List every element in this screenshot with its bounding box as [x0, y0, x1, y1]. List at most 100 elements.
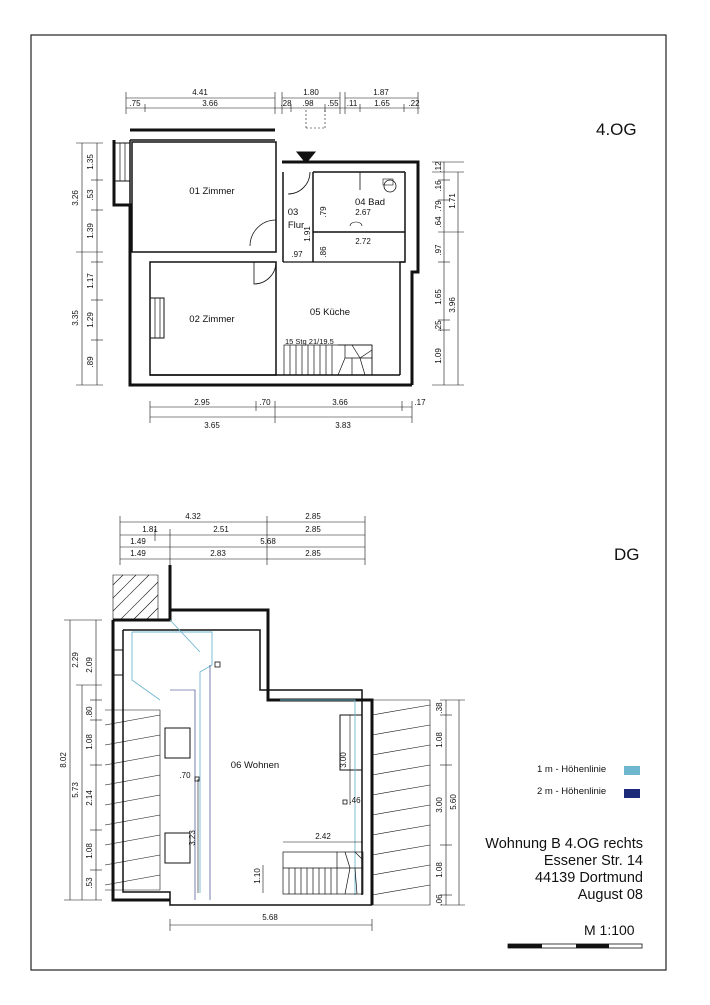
dim-text: 1.71 [448, 193, 457, 209]
dim-text: .79 [319, 206, 328, 218]
lower-floor-plan [64, 516, 465, 931]
upper-floor-plan [76, 92, 464, 423]
dim-text: 5.60 [449, 794, 458, 810]
dim-text: 5.68 [260, 537, 276, 546]
dim-text: 5.73 [71, 782, 80, 798]
sheet-frame [30, 34, 667, 971]
room-label-01: 01 Zimmer [189, 186, 234, 197]
dim-text: .46 [349, 796, 361, 805]
dim-text: 2.67 [355, 208, 371, 217]
dim-text: .79 [434, 200, 443, 212]
dim-text: 2.85 [305, 525, 321, 534]
dim-text: .70 [179, 771, 191, 780]
upper-room-labels: 01 Zimmer 02 Zimmer 03 Flur 04 Bad 05 Kü… [189, 186, 385, 346]
dim-text: .70 [259, 398, 271, 407]
title-line-apartment: Wohnung B 4.OG rechts [485, 836, 643, 852]
dim-text: 2.85 [305, 512, 321, 521]
dim-text: .55 [327, 99, 339, 108]
dim-text: 2.09 [85, 657, 94, 673]
dim-text: 4.41 [192, 88, 208, 97]
title-line-date: August 08 [577, 887, 643, 903]
dim-text: 3.66 [202, 99, 218, 108]
dim-text: 3.23 [188, 830, 197, 846]
legend-swatch-2m [624, 789, 640, 798]
dim-text: 5.68 [262, 913, 278, 922]
dim-text: .06 [435, 894, 444, 906]
dim-text: 3.00 [435, 797, 444, 813]
dim-text: 1.49 [130, 549, 146, 558]
legend-label-2m: 2 m - Höhenlinie [537, 786, 607, 797]
dim-text: 2.29 [71, 652, 80, 668]
room-label-04: 04 Bad [355, 197, 385, 208]
dim-text: .64 [434, 216, 443, 228]
dim-text: 1.80 [303, 88, 319, 97]
dim-text: .98 [302, 99, 314, 108]
scale-label: M 1:100 [584, 922, 635, 938]
floor-label-dg: DG [614, 545, 640, 564]
dim-text: .89 [86, 356, 95, 368]
dim-text: 2.14 [85, 790, 94, 806]
dim-text: 3.65 [204, 421, 220, 430]
dim-text: 1.91 [303, 226, 312, 242]
dim-text: 3.66 [332, 398, 348, 407]
dim-text: .53 [86, 189, 95, 201]
dim-text: .97 [291, 250, 303, 259]
dim-text: 1.35 [86, 154, 95, 170]
dim-text: 1.87 [373, 88, 389, 97]
title-block: Wohnung B 4.OG rechts Essener Str. 14 44… [485, 836, 643, 904]
dim-text: 1.49 [130, 537, 146, 546]
room-label-05: 05 Küche [310, 307, 350, 318]
lower-room-labels: 06 Wohnen [231, 760, 279, 771]
dim-text: 3.00 [339, 752, 348, 768]
dim-text: .25 [434, 320, 443, 332]
title-line-street: Essener Str. 14 [543, 853, 643, 869]
dim-text: 2.42 [315, 832, 331, 841]
dim-text: .11 [347, 99, 358, 108]
dim-text: .17 [414, 398, 426, 407]
dim-text: 1.10 [253, 868, 262, 884]
room-label-03-flur: Flur [288, 220, 304, 231]
dim-text: 1.65 [374, 99, 390, 108]
legend-swatch-1m [624, 766, 640, 775]
dim-text: .75 [129, 99, 141, 108]
dim-text: 1.08 [85, 734, 94, 750]
dim-text: 2.72 [355, 237, 371, 246]
dim-text: .80 [85, 706, 94, 718]
dim-text: 2.95 [194, 398, 210, 407]
dim-text: 8.02 [59, 752, 68, 768]
dim-text: 2.51 [213, 525, 229, 534]
dim-text: 1.65 [434, 289, 443, 305]
dim-text: 1.08 [85, 843, 94, 859]
dim-text: 1.39 [86, 223, 95, 239]
dim-text: 2.83 [210, 549, 226, 558]
upper-dimension-labels: 4.41 1.80 1.87 .75 3.66 .28 .98 .55 .11 … [71, 88, 457, 430]
dim-text: .16 [434, 180, 443, 192]
dim-text: 1.17 [86, 273, 95, 289]
room-label-03: 03 [288, 207, 299, 218]
dim-text: .38 [435, 702, 444, 714]
room-label-06: 06 Wohnen [231, 760, 279, 771]
floor-label-4og: 4.OG [596, 120, 637, 139]
dim-text: .22 [408, 99, 420, 108]
dim-text: 4.32 [185, 512, 201, 521]
lower-dimension-labels: 4.32 2.85 1.81 2.51 2.85 1.49 5.68 1.49 … [59, 512, 458, 922]
dim-text: 3.83 [335, 421, 351, 430]
dim-text: 1.29 [86, 312, 95, 328]
dim-text: 1.08 [435, 732, 444, 748]
dim-text: .86 [319, 246, 328, 258]
dim-text: .53 [85, 877, 94, 889]
dim-text: 3.26 [71, 190, 80, 206]
dim-text: 1.09 [434, 348, 443, 364]
dim-text: .97 [434, 244, 443, 256]
stairs-label: 15 Stg 21/19.5 [285, 337, 334, 346]
dim-text: .28 [280, 99, 292, 108]
dim-text: 1.08 [435, 862, 444, 878]
dim-text: 1.81 [142, 525, 158, 534]
scale-bar [507, 943, 643, 949]
dim-text: 2.85 [305, 549, 321, 558]
title-line-city: 44139 Dortmund [534, 870, 643, 886]
legend-label-1m: 1 m - Höhenlinie [537, 764, 607, 775]
dim-text: 3.96 [448, 297, 457, 313]
